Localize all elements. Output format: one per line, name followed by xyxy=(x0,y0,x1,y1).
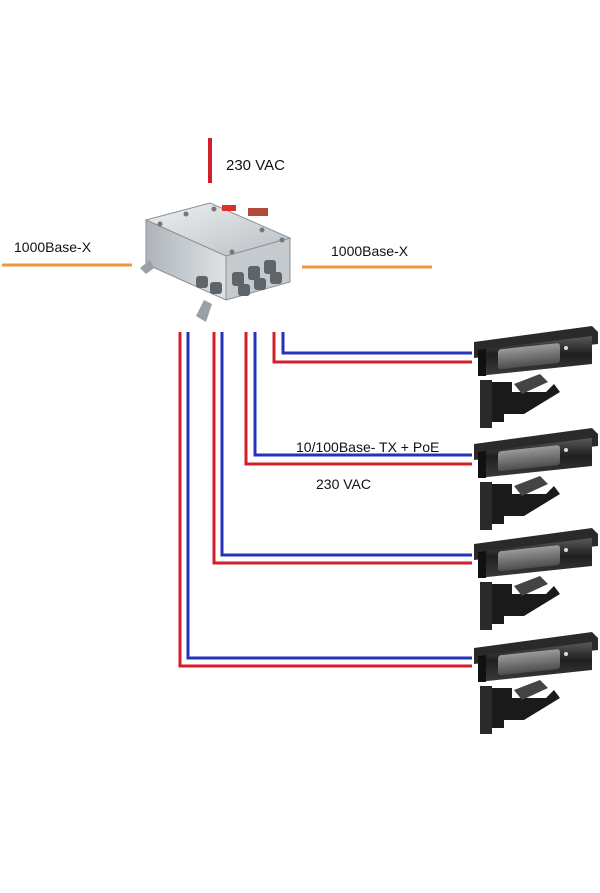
camera-1 xyxy=(474,326,598,428)
camera-4-power-cable xyxy=(178,332,472,668)
camera-1-power-cable xyxy=(272,332,472,364)
fiber-right-label: 1000Base-X xyxy=(331,243,409,259)
camera-1-data-cable xyxy=(281,332,472,355)
camera-3-data-cable xyxy=(220,332,472,557)
camera-3-power-cable xyxy=(212,332,472,565)
fiber-left-label: 1000Base-X xyxy=(14,239,92,255)
ethernet-poe-label: 10/100Base- TX + PoE xyxy=(296,439,439,455)
camera-2-power-cable xyxy=(244,332,472,466)
camera-3 xyxy=(474,528,598,630)
camera-4-data-cable xyxy=(186,332,472,660)
camera-2 xyxy=(474,428,598,530)
power-feed-label: 230 VAC xyxy=(226,157,285,174)
camera-4 xyxy=(474,632,598,734)
power-cameras-label: 230 VAC xyxy=(316,476,371,492)
switch-enclosure xyxy=(140,202,292,322)
camera-2-data-cable xyxy=(253,332,472,457)
